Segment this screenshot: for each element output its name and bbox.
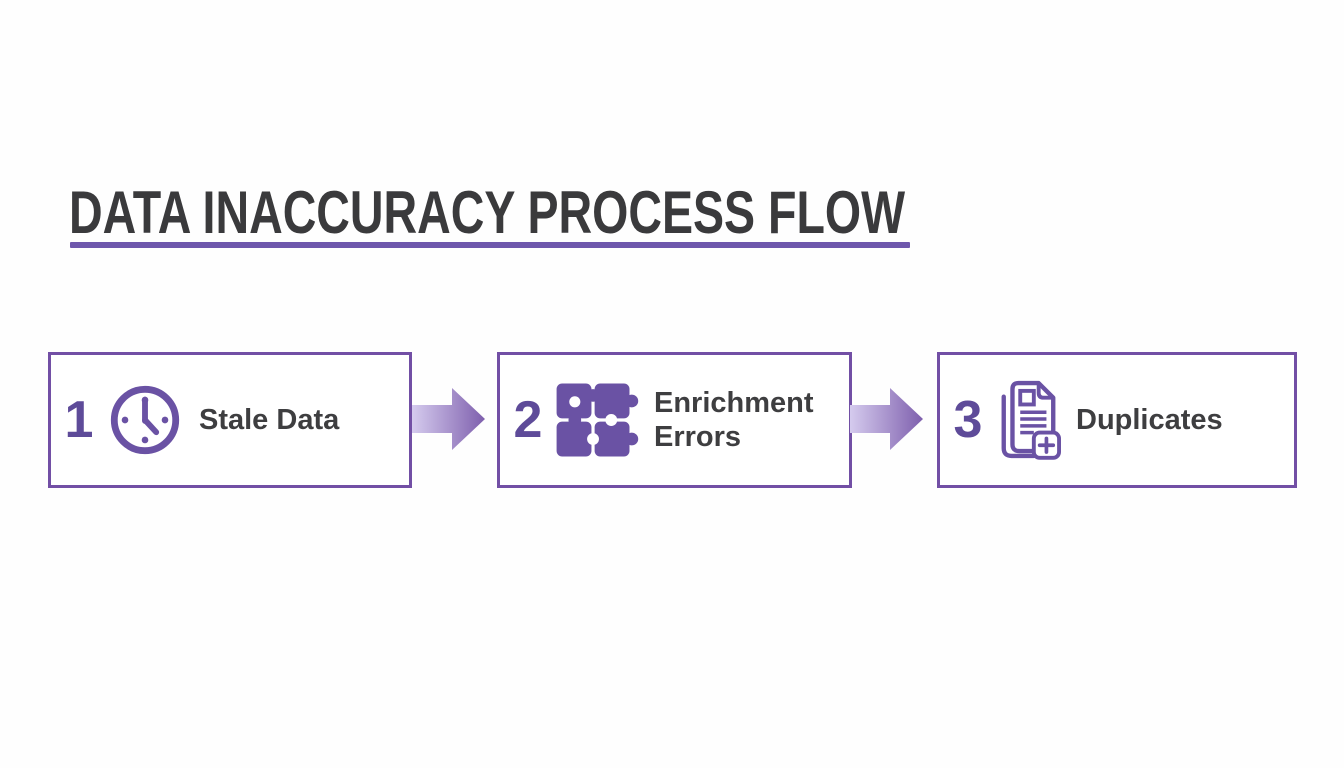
title-underline	[70, 242, 910, 248]
flow-arrow-right-icon	[412, 388, 485, 450]
clock-icon	[106, 381, 184, 459]
document-duplicate-plus-icon	[995, 377, 1061, 463]
page-title-wrap: DATA INACCURACY PROCESS FLOW	[69, 179, 905, 246]
step-number: 1	[64, 391, 94, 449]
page-title: DATA INACCURACY PROCESS FLOW	[69, 179, 905, 246]
step-number: 3	[953, 391, 983, 449]
flow-arrow-right-icon	[850, 388, 923, 450]
step-number: 2	[513, 391, 543, 449]
step-label: Stale Data	[199, 404, 340, 436]
puzzle-icon	[555, 381, 639, 459]
step-label: Enrichment Errors	[654, 387, 814, 453]
step-box-enrichment-errors: 2 Enrichment Errors	[497, 352, 852, 488]
step-label: Duplicates	[1076, 404, 1223, 436]
step-box-stale-data: 1 Stale Data	[48, 352, 412, 488]
step-box-duplicates: 3 Duplicates	[937, 352, 1297, 488]
